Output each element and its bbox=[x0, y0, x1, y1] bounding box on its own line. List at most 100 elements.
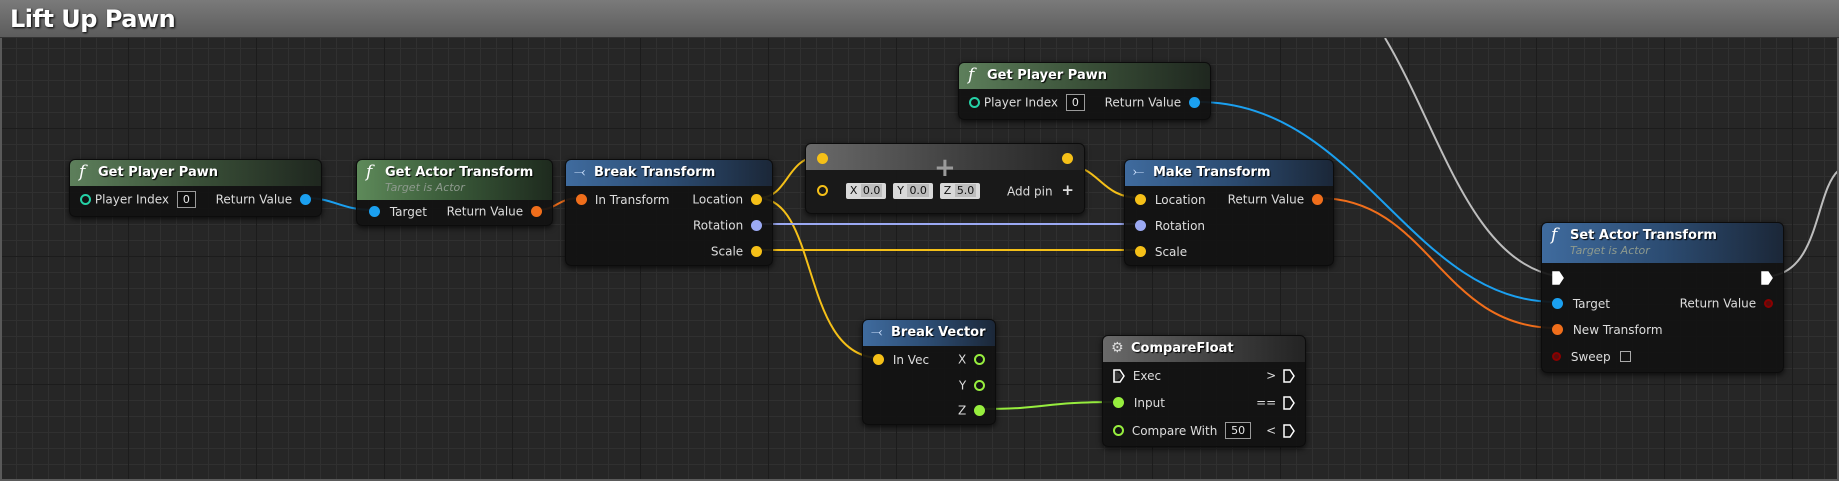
node-header: ⤙ Break Transform bbox=[566, 160, 772, 186]
compare-float-node[interactable]: ⚙ CompareFloat Exec > Input == Compare W… bbox=[1102, 335, 1306, 447]
wire-pawn2-to-settarget[interactable] bbox=[1197, 101, 1557, 303]
return-value-pin[interactable] bbox=[1764, 299, 1773, 308]
location-label: Location bbox=[1154, 192, 1206, 207]
location-label: Location bbox=[692, 192, 744, 207]
wire-make-to-newtransform[interactable] bbox=[1317, 197, 1557, 329]
add-pin-button[interactable]: Add pin + bbox=[1007, 180, 1074, 200]
node-header: f Set Actor Transform Target is Actor bbox=[1542, 223, 1783, 263]
node-title: CompareFloat bbox=[1131, 341, 1234, 356]
y-pin[interactable] bbox=[974, 380, 985, 391]
player-index-pin[interactable] bbox=[80, 194, 91, 205]
rotation-label: Rotation bbox=[692, 218, 744, 233]
equal-label: == bbox=[1256, 395, 1277, 410]
z-pin[interactable] bbox=[974, 405, 985, 416]
compare-with-field[interactable]: 50 bbox=[1225, 422, 1252, 439]
rotation-pin[interactable] bbox=[1135, 220, 1146, 231]
target-label: Target bbox=[389, 204, 427, 219]
exec-input-pin[interactable] bbox=[1113, 368, 1125, 383]
node-header: f Get Player Pawn bbox=[959, 63, 1210, 89]
y-label: Y bbox=[958, 378, 967, 393]
target-pin[interactable] bbox=[1552, 298, 1563, 309]
wire-location-to-breakvec[interactable] bbox=[757, 197, 881, 359]
return-value-pin[interactable] bbox=[531, 206, 542, 217]
make-transform-node[interactable]: ⤚ Make Transform Location Return Value R… bbox=[1124, 159, 1334, 266]
graph-title-bar: Lift Up Pawn bbox=[0, 0, 1839, 38]
player-index-pin[interactable] bbox=[969, 97, 980, 108]
z-field[interactable]: Z 5.0 bbox=[939, 182, 981, 199]
node-title: Get Player Pawn bbox=[987, 68, 1108, 83]
wire-z-to-input[interactable] bbox=[981, 401, 1118, 410]
function-icon: f bbox=[1551, 225, 1558, 245]
get-player-pawn-node-2[interactable]: f Get Player Pawn Player Index 0 Return … bbox=[958, 62, 1211, 120]
new-transform-pin[interactable] bbox=[1552, 324, 1563, 335]
node-header: ⤙ Break Vector bbox=[863, 320, 995, 346]
rotation-label: Rotation bbox=[1154, 218, 1206, 233]
break-transform-node[interactable]: ⤙ Break Transform In Transform Location … bbox=[565, 159, 773, 266]
make-struct-icon: ⤚ bbox=[1133, 164, 1145, 180]
return-value-label: Return Value bbox=[215, 192, 293, 207]
return-value-label: Return Value bbox=[1104, 95, 1182, 110]
in-transform-pin[interactable] bbox=[576, 194, 587, 205]
break-struct-icon: ⤙ bbox=[871, 324, 883, 340]
input-a-pin[interactable] bbox=[817, 153, 828, 164]
vector-add-node[interactable]: + X 0.0 Y 0.0 Z 5.0 Add pin + bbox=[805, 143, 1085, 214]
exec-input-pin[interactable] bbox=[1552, 270, 1564, 285]
location-pin[interactable] bbox=[1135, 194, 1146, 205]
in-vec-pin[interactable] bbox=[873, 354, 884, 365]
return-value-pin[interactable] bbox=[1312, 194, 1323, 205]
input-pin[interactable] bbox=[1113, 397, 1124, 408]
rotation-pin[interactable] bbox=[751, 220, 762, 231]
x-label: X bbox=[957, 352, 967, 367]
node-title: Make Transform bbox=[1153, 165, 1271, 180]
return-value-pin[interactable] bbox=[300, 194, 311, 205]
node-header: ⚙ CompareFloat bbox=[1103, 336, 1305, 362]
location-pin[interactable] bbox=[751, 194, 762, 205]
function-icon: f bbox=[79, 162, 86, 182]
plus-icon: + bbox=[1061, 181, 1074, 199]
get-actor-transform-node[interactable]: f Get Actor Transform Target is Actor Ta… bbox=[356, 159, 553, 226]
node-subtitle: Target is Actor bbox=[1570, 244, 1650, 257]
exec-output-pin[interactable] bbox=[1761, 270, 1773, 285]
in-vec-label: In Vec bbox=[892, 352, 930, 367]
scale-label: Scale bbox=[1154, 244, 1188, 259]
scale-pin[interactable] bbox=[1135, 246, 1146, 257]
sweep-label: Sweep bbox=[1570, 349, 1611, 364]
player-index-field[interactable]: 0 bbox=[1065, 94, 1085, 111]
break-vector-node[interactable]: ⤙ Break Vector In Vec X Y Z bbox=[862, 319, 996, 425]
greater-label: > bbox=[1266, 368, 1277, 383]
break-struct-icon: ⤙ bbox=[574, 164, 586, 180]
return-value-label: Return Value bbox=[1679, 296, 1757, 311]
node-header: f Get Actor Transform Target is Actor bbox=[357, 160, 552, 200]
sweep-checkbox[interactable] bbox=[1620, 351, 1632, 362]
exec-wire-incoming[interactable] bbox=[1384, 37, 1557, 277]
return-value-label: Return Value bbox=[1227, 192, 1305, 207]
get-player-pawn-node[interactable]: f Get Player Pawn Player Index 0 Return … bbox=[69, 159, 322, 217]
scale-pin[interactable] bbox=[751, 246, 762, 257]
set-actor-transform-node[interactable]: f Set Actor Transform Target is Actor Ta… bbox=[1541, 222, 1784, 373]
equal-exec-pin[interactable] bbox=[1283, 395, 1295, 410]
return-value-pin[interactable] bbox=[1189, 97, 1200, 108]
node-subtitle: Target is Actor bbox=[385, 181, 465, 194]
node-title: Break Vector bbox=[891, 325, 986, 340]
greater-exec-pin[interactable] bbox=[1283, 368, 1295, 383]
output-pin[interactable] bbox=[1062, 153, 1073, 164]
node-title: Get Player Pawn bbox=[98, 165, 219, 180]
sweep-pin[interactable] bbox=[1552, 352, 1561, 361]
new-transform-label: New Transform bbox=[1572, 322, 1663, 337]
player-index-field[interactable]: 0 bbox=[176, 191, 196, 208]
target-pin[interactable] bbox=[369, 206, 380, 217]
y-field[interactable]: Y 0.0 bbox=[893, 182, 933, 199]
return-value-label: Return Value bbox=[446, 204, 524, 219]
x-field[interactable]: X 0.0 bbox=[845, 182, 887, 199]
x-pin[interactable] bbox=[974, 354, 985, 365]
exec-wire-outgoing[interactable] bbox=[1770, 169, 1839, 277]
input-b-pin[interactable] bbox=[817, 185, 828, 196]
less-label: < bbox=[1266, 423, 1277, 438]
in-transform-label: In Transform bbox=[594, 192, 670, 207]
compare-with-pin[interactable] bbox=[1113, 425, 1124, 436]
node-header: ⤚ Make Transform bbox=[1125, 160, 1333, 186]
less-exec-pin[interactable] bbox=[1283, 423, 1295, 438]
graph-title: Lift Up Pawn bbox=[10, 5, 176, 33]
